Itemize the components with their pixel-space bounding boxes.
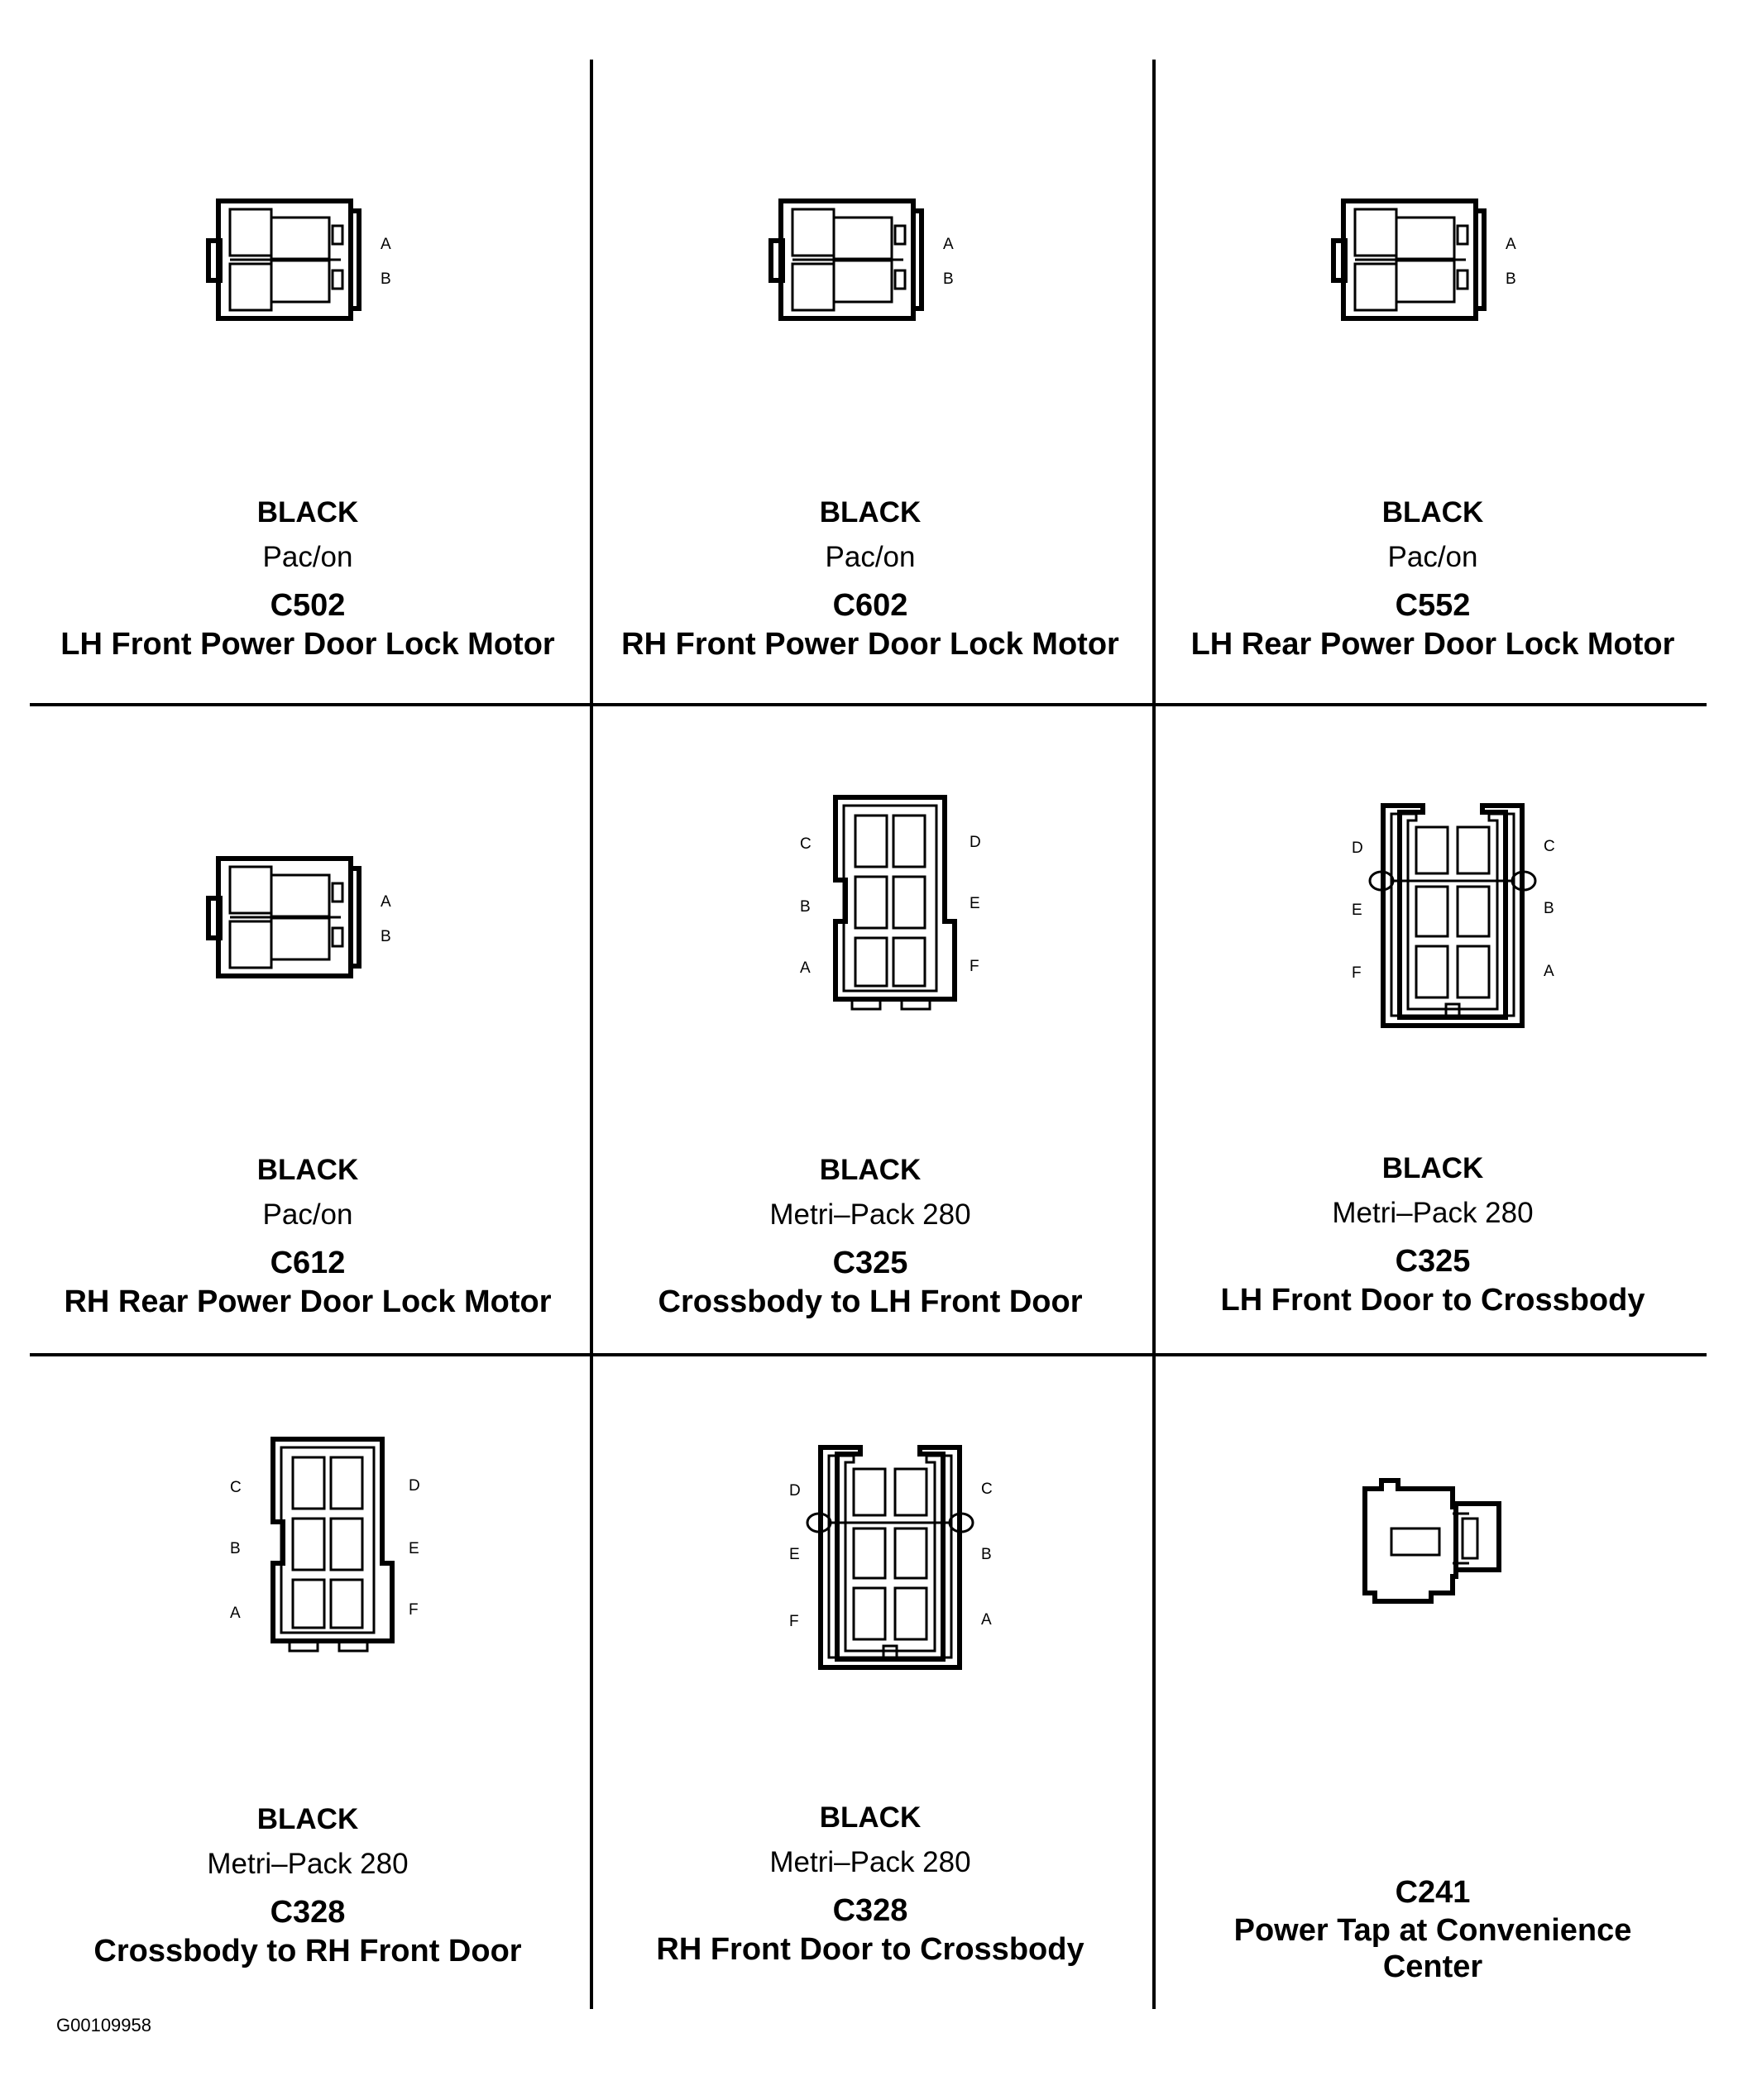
connector-cell-c328-door: D E F C B A BLACK Metri–Pack 280 C328 RH… (589, 1356, 1151, 2010)
pacon-connector-drawing: A B (26, 62, 589, 492)
metripack-6-pin-male-connector-icon: D E F C B A (789, 1445, 993, 1670)
figure-code: G00109958 (56, 2015, 151, 2035)
connector-number: C241 (1395, 1875, 1471, 1910)
row-divider-1 (30, 703, 1707, 706)
pin-label: E (970, 895, 980, 912)
connector-color: BLACK (819, 1154, 922, 1186)
connector-family: Metri–Pack 280 (769, 1198, 971, 1231)
pin-label: B (381, 270, 391, 288)
connector-cell-c325-crossbody: C B A D E F BLACK Metri–Pack 280 C325 Cr… (589, 706, 1151, 1353)
pin-label: A (943, 236, 954, 253)
pin-label: D (409, 1477, 420, 1495)
metripack-male-connector-drawing: D E F C B A (589, 1356, 1151, 1787)
connector-description: Crossbody to RH Front Door (93, 1934, 522, 1968)
connector-family: Pac/on (825, 541, 916, 573)
connector-description: RH Rear Power Door Lock Motor (64, 1284, 552, 1319)
column-divider-1 (590, 60, 593, 2009)
pacon-2-pin-connector-icon: A B (768, 199, 954, 321)
connector-description: Power Tap at Convenience Center (1233, 1913, 1632, 1984)
column-divider-2 (1152, 60, 1156, 2009)
metripack-female-connector-drawing: C B A D E F (26, 1356, 589, 1787)
pacon-connector-drawing: A B (26, 706, 589, 1136)
pin-label: A (381, 236, 391, 253)
connector-cell-c325-door: D E F C B A BLACK Metri–Pack 280 C325 LH… (1151, 706, 1714, 1353)
metripack-female-connector-drawing: C B A D E F (589, 706, 1151, 1136)
pin-label: F (409, 1601, 419, 1619)
pin-label: B (943, 270, 954, 288)
pin-label: A (230, 1605, 241, 1622)
pin-label: D (789, 1482, 801, 1500)
connector-number: C328 (832, 1893, 908, 1928)
metripack-6-pin-female-connector-icon: C B A D E F (230, 1437, 420, 1653)
pin-label: B (230, 1540, 241, 1557)
connector-color: BLACK (256, 496, 359, 529)
connector-number: C612 (270, 1246, 346, 1280)
connector-cell-c241: C241 Power Tap at Convenience Center (1151, 1356, 1714, 2010)
pacon-connector-drawing: A B (1151, 62, 1714, 492)
pin-label: F (1352, 964, 1362, 982)
pin-label: A (381, 893, 391, 911)
connector-family: Pac/on (262, 1198, 353, 1231)
connector-color: BLACK (256, 1803, 359, 1835)
connector-number: C602 (832, 588, 908, 623)
pin-label: A (1544, 963, 1554, 980)
connector-cell-c328-crossbody: C B A D E F BLACK Metri–Pack 280 C328 Cr… (26, 1356, 589, 2010)
pin-label: A (800, 959, 811, 977)
connector-family: Metri–Pack 280 (1332, 1197, 1534, 1229)
metripack-6-pin-female-connector-icon: C B A D E F (800, 795, 981, 1011)
connector-cell-c552: A B BLACK Pac/on C552 LH Rear Power Door… (1151, 62, 1714, 703)
pin-label: E (409, 1540, 419, 1557)
pin-label: D (970, 834, 981, 851)
connector-number: C325 (1395, 1244, 1471, 1279)
pin-label: E (789, 1546, 800, 1563)
connector-color: BLACK (819, 496, 922, 529)
pin-label: C (230, 1479, 242, 1496)
connector-cell-c602: A B BLACK Pac/on C602 RH Front Power Doo… (589, 62, 1151, 703)
connector-description: RH Front Power Door Lock Motor (621, 627, 1119, 662)
pin-label: F (970, 958, 979, 975)
pacon-connector-drawing: A B (589, 62, 1151, 492)
connector-description: Crossbody to LH Front Door (658, 1284, 1083, 1319)
pin-label: B (981, 1546, 992, 1563)
pin-label: B (1506, 270, 1516, 288)
row-divider-2 (30, 1353, 1707, 1356)
connector-family: Metri–Pack 280 (207, 1848, 409, 1880)
connector-color: BLACK (1381, 1152, 1484, 1184)
pin-label: F (789, 1613, 799, 1630)
connector-cell-c612: A B BLACK Pac/on C612 RH Rear Power Door… (26, 706, 589, 1353)
pin-label: B (1544, 900, 1554, 917)
connector-description: LH Front Power Door Lock Motor (60, 627, 555, 662)
connector-family: Metri–Pack 280 (769, 1846, 971, 1878)
metripack-6-pin-male-connector-icon: D E F C B A (1352, 803, 1555, 1028)
power-tap-connector-icon (1362, 1478, 1501, 1604)
pin-label: A (981, 1611, 992, 1629)
pacon-2-pin-connector-icon: A B (1331, 199, 1516, 321)
connector-cell-c502: A B BLACK Pac/on C502 LH Front Power Doo… (26, 62, 589, 703)
pin-label: A (1506, 236, 1516, 253)
pacon-2-pin-connector-icon: A B (206, 199, 391, 321)
metripack-male-connector-drawing: D E F C B A (1151, 706, 1714, 1136)
connector-family: Pac/on (1387, 541, 1478, 573)
pin-label: E (1352, 902, 1362, 919)
connector-color: BLACK (256, 1154, 359, 1186)
pin-label: C (1544, 838, 1555, 855)
power-tap-connector-drawing (1151, 1356, 1714, 1787)
pin-label: C (800, 835, 812, 853)
connector-color: BLACK (819, 1801, 922, 1834)
pin-label: D (1352, 840, 1363, 857)
connector-description: LH Rear Power Door Lock Motor (1190, 627, 1675, 662)
connector-color: BLACK (1381, 496, 1484, 529)
connector-number: C325 (832, 1246, 908, 1280)
connector-description: LH Front Door to Crossbody (1220, 1283, 1645, 1318)
connector-description: RH Front Door to Crossbody (656, 1932, 1084, 1967)
pin-label: B (800, 898, 811, 916)
pin-label: B (381, 928, 391, 945)
pacon-2-pin-connector-icon: A B (206, 856, 391, 978)
pin-label: C (981, 1481, 993, 1498)
connector-number: C552 (1395, 588, 1471, 623)
connector-number: C502 (270, 588, 346, 623)
connector-family: Pac/on (262, 541, 353, 573)
connector-number: C328 (270, 1895, 346, 1930)
